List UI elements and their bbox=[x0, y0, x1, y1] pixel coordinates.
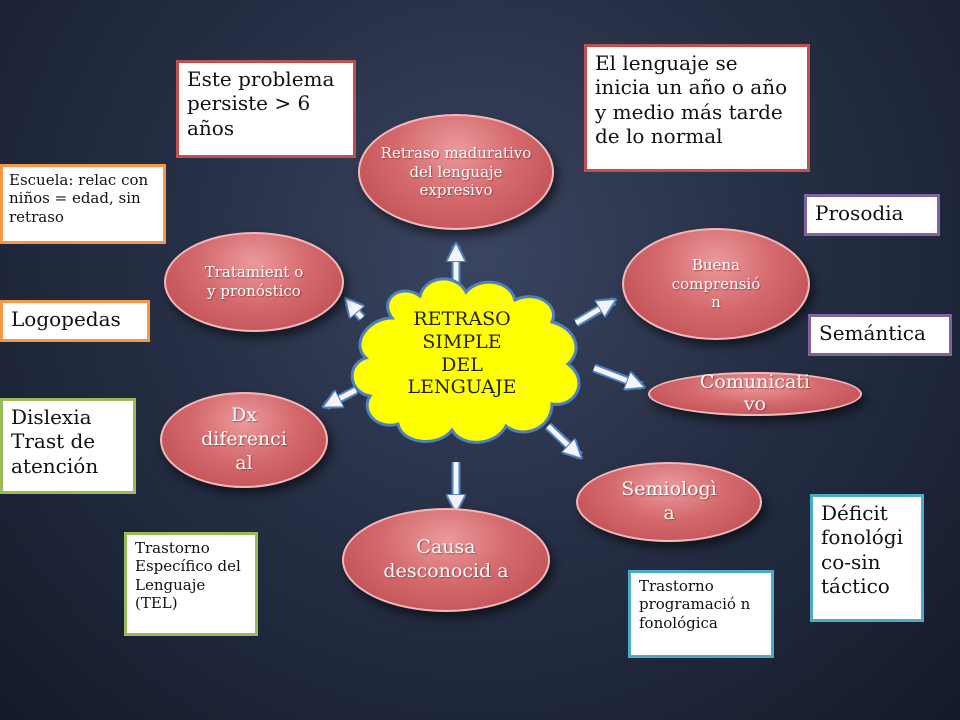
box-logopedas: Logopedas bbox=[0, 300, 150, 342]
box-dislexia: Dislexia Trast de atención bbox=[0, 398, 136, 494]
box-escuela: Escuela: relac con niños = edad, sin ret… bbox=[0, 164, 166, 244]
box-tel: Trastorno Específico del Lenguaje (TEL) bbox=[124, 532, 258, 636]
box-prosodia: Prosodia bbox=[804, 194, 940, 236]
center-line-2: SIMPLE bbox=[422, 330, 502, 353]
center-title: RETRASO SIMPLE DEL LENGUAJE bbox=[370, 308, 554, 399]
box-inicia: El lenguaje se inicia un año o año y med… bbox=[584, 44, 810, 172]
center-line-1: RETRASO bbox=[413, 308, 511, 330]
center-line-3: DEL bbox=[441, 353, 483, 376]
oval-causa: Causa desconocid a bbox=[342, 508, 550, 612]
center-line-4: LENGUAJE bbox=[407, 376, 517, 399]
box-persiste: Este problema persiste > 6 años bbox=[176, 60, 356, 158]
box-programacion: Trastorno programació n fonológica bbox=[628, 570, 774, 658]
oval-comunicativo: Comunicati vo bbox=[648, 371, 862, 416]
center-cloud bbox=[350, 277, 581, 444]
oval-dx-diferencial: Dx diferenci al bbox=[160, 392, 328, 488]
box-semantica: Semántica bbox=[808, 314, 952, 356]
oval-retraso-madurativo: Retraso madurativo del lenguaje expresiv… bbox=[358, 114, 554, 230]
oval-buena-comprension: Buena comprensió n bbox=[622, 228, 810, 340]
oval-semiologia: Semiologì a bbox=[576, 462, 762, 542]
oval-tratamiento: Tratamient o y pronóstico bbox=[164, 232, 344, 332]
box-deficit: Déficit fonológi co-sin táctico bbox=[810, 494, 924, 622]
